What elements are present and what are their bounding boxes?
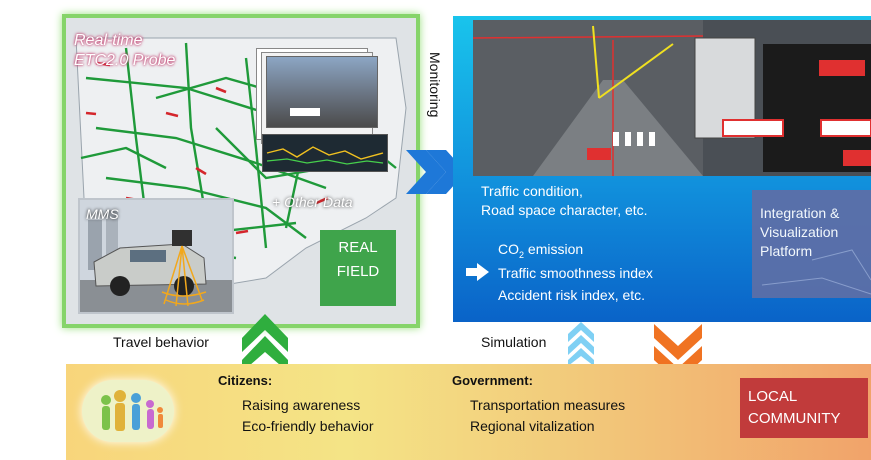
integration-line1: Integration & — [760, 205, 840, 221]
simulation-label: Simulation — [481, 334, 547, 350]
monitoring-label: Monitoring — [427, 52, 443, 118]
integration-platform-box: Integration & Visualization Platform — [752, 190, 871, 298]
point-cloud-visualization — [473, 20, 871, 176]
indicator-arrow-icon — [466, 263, 489, 281]
integration-line2: Visualization — [760, 224, 839, 240]
smoothness-index-text: Traffic smoothness index — [498, 265, 653, 281]
local-line1: LOCAL — [748, 388, 798, 405]
citizens-heading: Citizens: — [218, 373, 273, 388]
citizens-item: Eco-friendly behavior — [242, 418, 374, 434]
real-field-line2: FIELD — [336, 263, 380, 280]
government-heading: Government: — [452, 373, 533, 388]
government-item: Transportation measures — [470, 397, 626, 413]
probe-title-line2: ETC2.0 Probe — [74, 52, 176, 69]
simulation-up-chevrons — [568, 322, 594, 366]
local-community-band — [66, 364, 871, 460]
probe-camera-images — [256, 48, 388, 178]
probe-title-line1: Real-time — [74, 32, 143, 49]
integration-line3: Platform — [760, 243, 813, 259]
travel-behavior-chevrons — [242, 314, 288, 372]
traffic-condition-text: Traffic condition, — [481, 183, 583, 199]
road-space-text: Road space character, etc. — [481, 202, 648, 218]
accident-risk-text: Accident risk index, etc. — [498, 287, 646, 303]
mms-label: MMS — [86, 206, 119, 222]
other-data-label: + Other Data — [272, 194, 353, 210]
co2-emission-text: CO2 emission — [498, 241, 584, 260]
real-field-line1: REAL — [338, 239, 378, 256]
citizens-item: Raising awareness — [242, 397, 361, 413]
real-field-badge: REAL FIELD — [320, 230, 396, 306]
local-community-badge: LOCAL COMMUNITY — [740, 378, 868, 438]
mms-vehicle-photo: MMS — [78, 198, 234, 314]
travel-behavior-label: Travel behavior — [113, 334, 209, 350]
local-line2: COMMUNITY — [748, 410, 841, 427]
citizens-illustration — [82, 380, 174, 442]
government-item: Regional vitalization — [470, 418, 595, 434]
